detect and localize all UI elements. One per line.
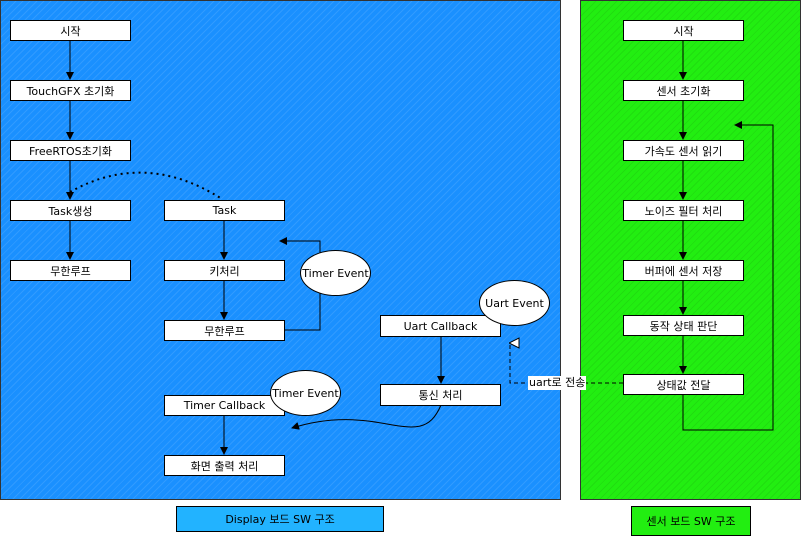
edge-comm-timer — [291, 404, 442, 430]
noise-filter-box: 노이즈 필터 처리 — [623, 200, 744, 221]
buffer-store-box: 버퍼에 센서 저장 — [623, 260, 744, 281]
uart-transfer-label: uart로 전송 — [528, 376, 587, 390]
edge-task-spawn-dotted — [69, 171, 223, 200]
state-send-box: 상태값 전달 — [623, 374, 744, 395]
loop-task-box: 무한루프 — [164, 320, 285, 341]
accel-read-box: 가속도 센서 읽기 — [623, 140, 744, 161]
edge-s-loop-back — [682, 121, 774, 431]
key-handling-box: 키처리 — [164, 260, 285, 281]
uart-event-ellipse: Uart Event — [479, 280, 550, 326]
comm-handling-box: 통신 처리 — [380, 384, 501, 406]
timer-callback-box: Timer Callback — [164, 395, 285, 416]
display-start-box: 시작 — [10, 20, 131, 41]
sensor-start-box: 시작 — [623, 20, 744, 41]
sensor-board-caption: 센서 보드 SW 구조 — [631, 506, 751, 536]
screen-output-box: 화면 출력 처리 — [164, 455, 285, 476]
task-box: Task — [164, 200, 285, 221]
task-create-box: Task생성 — [10, 200, 131, 221]
display-board-caption: Display 보드 SW 구조 — [176, 506, 384, 532]
freertos-init-box: FreeRTOS초기화 — [10, 140, 131, 161]
sensor-init-box: 센서 초기화 — [623, 80, 744, 101]
timer-event-ellipse-2: Timer Event — [270, 370, 341, 416]
loop-left-box: 무한루프 — [10, 260, 131, 281]
motion-detect-box: 동작 상태 판단 — [623, 315, 744, 336]
timer-event-ellipse-1: Timer Event — [300, 250, 371, 296]
uart-callback-box: Uart Callback — [380, 315, 501, 337]
touchgfx-init-box: TouchGFX 초기화 — [10, 80, 131, 101]
